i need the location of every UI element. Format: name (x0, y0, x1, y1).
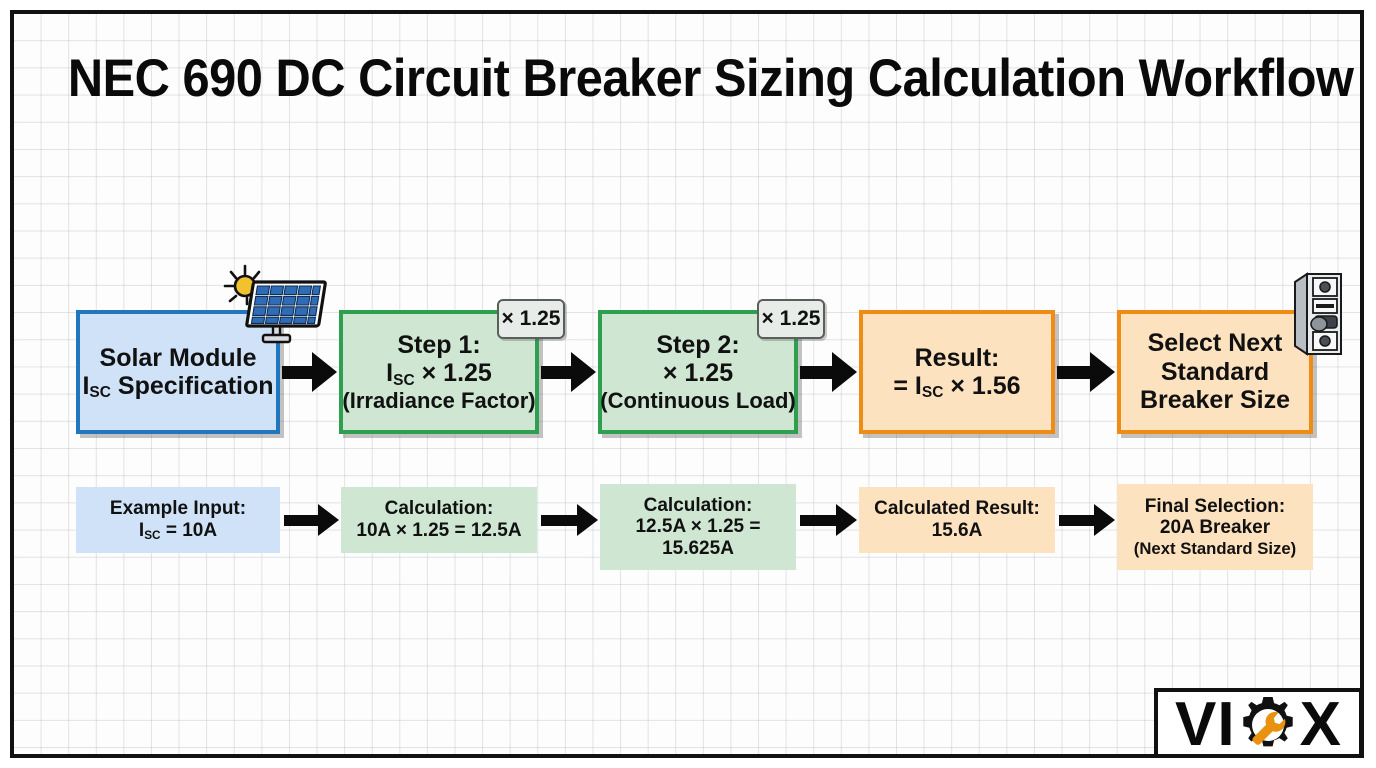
arrow-top-2 (541, 352, 596, 392)
node-line: 15.625A (662, 537, 734, 559)
arrow-bottom-4 (1059, 504, 1115, 536)
node-line: Calculated Result: (874, 498, 1040, 520)
diagram-frame: NEC 690 DC Circuit Breaker Sizing Calcul… (10, 10, 1364, 758)
node-calculation-1: Calculation:10A × 1.25 = 12.5A (341, 487, 537, 553)
node-calculated-result: Calculated Result:15.6A (859, 487, 1055, 553)
node-line: Example Input: (109, 498, 247, 520)
page-title: NEC 690 DC Circuit Breaker Sizing Calcul… (67, 49, 1354, 108)
node-final-selection: Final Selection:20A Breaker(Next Standar… (1117, 484, 1313, 570)
multiplier-badge-step-2: × 1.25 (757, 299, 825, 339)
node-line: Calculation: (384, 498, 494, 520)
node-line: (Irradiance Factor) (342, 387, 536, 413)
node-line: Select Next (1147, 329, 1283, 358)
arrow-top-1 (282, 352, 337, 392)
node-line: Step 1: (397, 330, 481, 359)
arrow-bottom-1 (284, 504, 339, 536)
node-step-2: Step 2:× 1.25(Continuous Load) (598, 310, 798, 434)
solar-panel-icon (217, 260, 327, 346)
brand-logo: VI X (1154, 688, 1360, 758)
gear-wrench-icon (1238, 695, 1298, 754)
node-result: Result:= ISC × 1.56 (859, 310, 1055, 434)
multiplier-badge-step-1: × 1.25 (497, 299, 565, 339)
logo-text-after: X (1299, 690, 1342, 758)
node-line: = ISC × 1.56 (893, 372, 1021, 402)
node-line: 15.6A (931, 520, 983, 541)
node-line: Standard (1160, 357, 1270, 386)
node-line: Step 2: (656, 330, 740, 359)
arrow-top-3 (800, 352, 857, 392)
circuit-breaker-icon (1291, 268, 1353, 360)
node-line: Breaker Size (1139, 386, 1291, 415)
arrow-bottom-3 (800, 504, 857, 536)
node-line: (Continuous Load) (600, 387, 796, 413)
node-line: ISC × 1.25 (386, 359, 492, 389)
node-line: ISC Specification (82, 372, 274, 402)
node-line: (Next Standard Size) (1133, 539, 1297, 559)
node-line: Final Selection: (1144, 495, 1286, 517)
node-line: ISC = 10A (138, 520, 218, 542)
node-line: Calculation: (643, 494, 753, 516)
node-line: 10A × 1.25 = 12.5A (356, 520, 522, 541)
arrow-bottom-2 (541, 504, 598, 536)
node-line: Result: (914, 343, 1000, 372)
node-step-1: Step 1:ISC × 1.25(Irradiance Factor) (339, 310, 539, 434)
node-line: Solar Module (99, 343, 257, 372)
arrow-top-4 (1057, 352, 1115, 392)
logo-text-before: VI (1175, 690, 1236, 758)
node-line: × 1.25 (662, 359, 734, 388)
node-line: 12.5A × 1.25 = (635, 516, 761, 538)
node-example-input: Example Input:ISC = 10A (76, 487, 280, 553)
node-calculation-2: Calculation:12.5A × 1.25 =15.625A (600, 484, 796, 570)
node-line: 20A Breaker (1159, 517, 1271, 539)
